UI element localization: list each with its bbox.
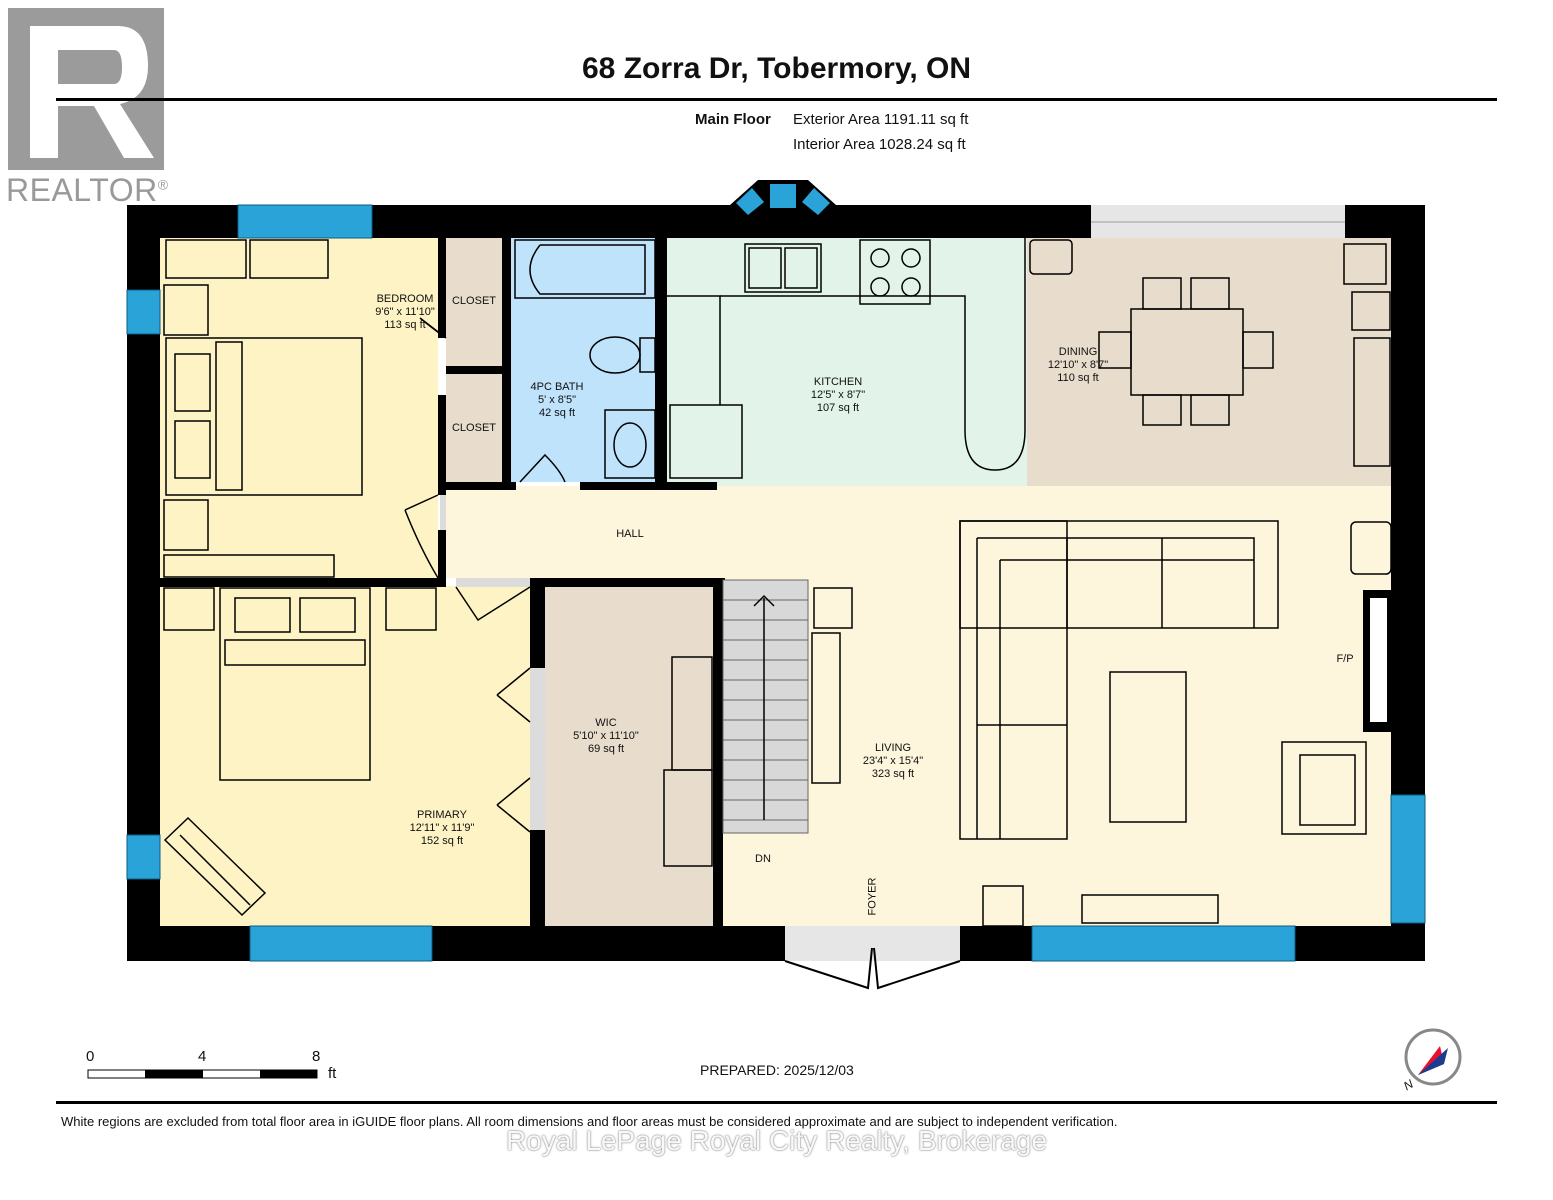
living-fill	[720, 578, 1391, 926]
dining-dims: 12'10" x 8'7"	[1047, 359, 1109, 371]
room-label-foyer: FOYER	[866, 877, 879, 916]
primary-name: PRIMARY	[417, 809, 467, 821]
wic-fill	[545, 586, 713, 926]
room-label-bedroom: BEDROOM 9'6" x 11'10" 113 sq ft	[355, 293, 455, 332]
living-dims: 23'4" x 15'4"	[862, 755, 924, 767]
wic-door-opening	[530, 668, 545, 830]
realtor-text: REALTOR	[6, 172, 158, 208]
stairs-down-label: DN	[755, 853, 771, 865]
dining-furniture	[1029, 239, 1391, 467]
brokerage-watermark: Royal LePage Royal City Realty, Brokerag…	[505, 1125, 1048, 1156]
primary-furniture	[163, 587, 437, 917]
compass-icon	[1404, 1028, 1462, 1086]
fireplace-hearth	[1370, 598, 1387, 722]
bedroom-dims: 9'6" x 11'10"	[375, 306, 435, 318]
registered-mark: ®	[157, 176, 169, 193]
closet-fill-1	[446, 238, 502, 366]
living-name: LIVING	[874, 742, 912, 754]
bath-fill	[511, 238, 661, 482]
bath-area: 42 sq ft	[538, 407, 576, 419]
room-label-closet-2: CLOSET	[451, 422, 496, 434]
wic-name: WIC	[595, 717, 617, 729]
dining-fill	[1027, 238, 1391, 486]
windows	[126, 204, 1426, 962]
bedroom-furniture	[163, 239, 363, 578]
realtor-logo	[8, 8, 164, 170]
room-label-living: LIVING 23'4" x 15'4" 323 sq ft	[843, 742, 943, 781]
closet-fill-2	[446, 374, 502, 482]
front-door-opening	[785, 926, 960, 961]
header-rule	[56, 98, 1497, 101]
disclaimer-text: White regions are excluded from total fl…	[61, 1114, 1118, 1129]
hall-fill	[446, 486, 1391, 578]
kitchen-fixtures	[667, 238, 1026, 479]
wic-furniture	[663, 656, 713, 867]
floor-name: Main Floor	[695, 111, 771, 128]
kitchen-name: KITCHEN	[813, 376, 863, 388]
scale-unit: ft	[328, 1065, 337, 1082]
bay-window	[730, 180, 836, 215]
living-furniture	[811, 520, 1392, 927]
bath-fixtures	[514, 239, 656, 479]
bedroom-area: 113 sq ft	[384, 319, 426, 331]
footer-rule	[56, 1101, 1497, 1104]
exterior-area: Exterior Area 1191.11 sq ft	[793, 111, 969, 128]
room-label-dining: DINING 12'10" x 8'7" 110 sq ft	[1028, 346, 1128, 385]
kitchen-fill	[667, 238, 1027, 486]
room-label-bath: 4PC BATH 5' x 8'5" 42 sq ft	[507, 381, 607, 420]
room-label-kitchen: KITCHEN 12'5" x 8'7" 107 sq ft	[788, 376, 888, 415]
staircase	[722, 579, 809, 834]
room-label-closet-1: CLOSET	[451, 295, 496, 307]
bath-name: 4PC BATH	[530, 381, 584, 393]
bedroom-name: BEDROOM	[376, 293, 434, 305]
scale-bar	[87, 1069, 318, 1079]
kitchen-area: 107 sq ft	[816, 402, 860, 414]
realtor-r-icon	[8, 8, 164, 170]
room-label-fireplace: F/P	[1336, 653, 1354, 665]
dining-area: 110 sq ft	[1057, 372, 1099, 384]
prepared-date: PREPARED: 2025/12/03	[700, 1062, 854, 1078]
interior-area: Interior Area 1028.24 sq ft	[793, 136, 966, 153]
realtor-wordmark: REALTOR®	[6, 172, 169, 209]
kitchen-dims: 12'5" x 8'7"	[810, 389, 866, 401]
primary-fill	[160, 586, 530, 926]
scale-tick-0: 0	[86, 1048, 95, 1065]
room-label-primary: PRIMARY 12'11" x 11'9" 152 sq ft	[392, 809, 492, 848]
living-area: 323 sq ft	[871, 768, 915, 780]
page-title: 68 Zorra Dr, Tobermory, ON	[582, 52, 971, 85]
door-swings	[404, 317, 566, 833]
dining-name: DINING	[1058, 346, 1098, 358]
bedroom-fill	[160, 238, 438, 578]
bath-dims: 5' x 8'5"	[537, 394, 577, 406]
front-door-swing	[784, 947, 961, 990]
primary-area: 152 sq ft	[420, 835, 464, 847]
wic-dims: 5'10" x 11'10"	[573, 730, 639, 742]
room-label-wic: WIC 5'10" x 11'10" 69 sq ft	[556, 717, 656, 756]
primary-dims: 12'11" x 11'9"	[409, 822, 475, 834]
scale-tick-4: 4	[198, 1048, 207, 1065]
room-label-hall: HALL	[616, 528, 644, 540]
wic-area: 69 sq ft	[587, 743, 625, 755]
scale-tick-8: 8	[312, 1048, 321, 1065]
